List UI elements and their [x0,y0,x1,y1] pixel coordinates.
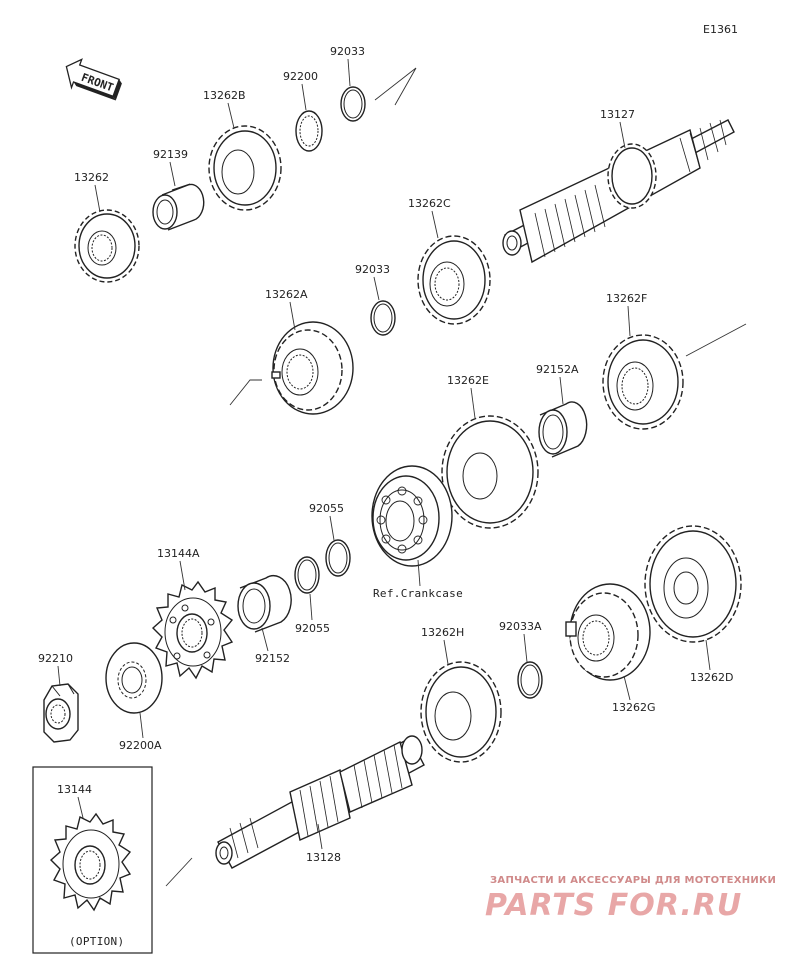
label-13262F: 13262F [606,292,647,305]
label-13262E: 13262E [447,374,489,387]
label-13144A: 13144A [157,547,200,560]
label-92033A: 92033A [499,620,542,633]
watermark-tagline: ЗАПЧАСТИ И АКСЕССУАРЫ ДЛЯ МОТОТЕХНИКИ [490,875,776,886]
circlip-92033A [517,661,543,699]
gear-13262B [208,125,282,211]
ref-crankcase-label: Ref.Crankcase [373,587,463,600]
washer-92200 [295,110,323,152]
label-13262C: 13262C [408,197,451,210]
label-92139: 92139 [153,148,188,161]
circlip-92033-b [370,300,396,336]
gear-13262C [417,235,491,325]
label-13262B: 13262B [203,89,246,102]
gear-13262F [602,334,684,430]
gear-13262G [565,583,651,681]
sprocket-13144A [151,580,234,680]
front-arrow-icon: FRONT [65,58,122,101]
label-92055-b: 92055 [295,622,330,635]
label-92033-b: 92033 [355,263,390,276]
watermark-logo: PARTS FOR.RU [485,888,742,923]
label-13262H: 13262H [421,626,464,639]
gear-13262E [441,415,539,529]
label-92200: 92200 [283,70,318,83]
label-13262D: 13262D [690,671,733,684]
ball-bearing [371,465,453,567]
label-92152A: 92152A [536,363,579,376]
gear-13262A [271,321,354,415]
gear-13262D [644,525,742,643]
collar-92152 [237,575,292,633]
axis-line-1 [229,379,262,406]
shaft-13127 [502,119,735,264]
oring-92055-b [294,556,320,594]
label-92033: 92033 [330,45,365,58]
circlip-92033 [340,86,366,122]
label-13144: 13144 [57,783,92,796]
label-13262: 13262 [74,171,109,184]
label-92152: 92152 [255,652,290,665]
diagram-code: E1361 [703,23,738,36]
oring-92055-a [325,539,351,577]
nut-92210 [43,683,79,743]
label-13262G: 13262G [612,701,656,714]
bearing-92139 [152,183,205,231]
collar-92152A [538,401,588,458]
label-92055-a: 92055 [309,502,344,515]
label-92200A: 92200A [119,739,162,752]
shaft-13128 [215,735,425,869]
sprocket-13144 [49,812,132,912]
label-13128: 13128 [306,851,341,864]
label-13262A: 13262A [265,288,308,301]
gear-13262H [420,661,502,763]
option-label: (OPTION) [69,935,124,948]
label-92210: 92210 [38,652,73,665]
label-13127: 13127 [600,108,635,121]
gear-13262 [74,209,140,283]
lockwasher-92200A [105,642,163,714]
